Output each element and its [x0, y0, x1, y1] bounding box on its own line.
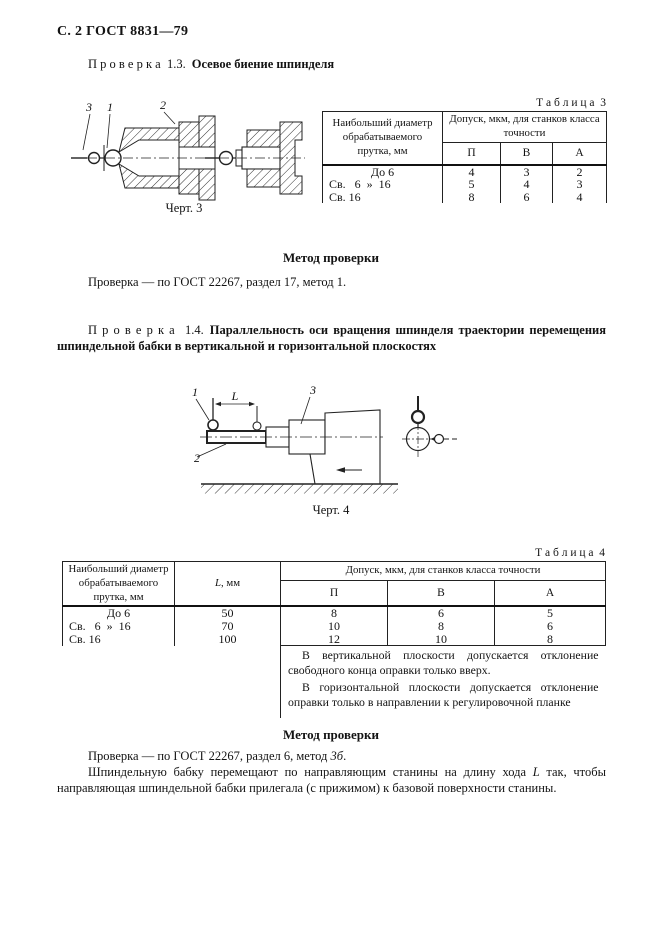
table3-col1-header: Наибольший диаметр обрабатываемого прутк… — [322, 110, 443, 166]
check-1-3-title: Осевое биение шпинделя — [191, 57, 335, 71]
dial-indicator-icon — [252, 421, 262, 431]
table4: Наибольший диаметр обрабатываемого прутк… — [62, 560, 606, 718]
fig3-part-label-2: 2 — [160, 98, 166, 112]
dial-indicator-icon — [410, 409, 426, 425]
collet-upper-section — [118, 127, 180, 154]
fig4-main-view — [195, 396, 398, 494]
dial-indicator-icon — [433, 433, 445, 445]
table3-subcol-v: В — [500, 141, 553, 166]
fig3-drawing: 3 1 2 Черт. 3 — [71, 98, 305, 215]
method14-line1: Проверка — по ГОСТ 22267, раздел 6, мето… — [88, 749, 347, 763]
table4-span-header: Допуск, мкм, для станков класса точности — [280, 560, 606, 582]
ground-hatching — [201, 484, 398, 494]
table3: Наибольший диаметр обрабатываемого прутк… — [322, 110, 607, 204]
fig4-caption: Черт. 4 — [313, 503, 351, 517]
table-row: Св. 16 8 6 4 — [322, 191, 607, 204]
fig4-drawing: 1 L 2 3 Черт. 4 — [192, 383, 457, 517]
table3-subcol-p: П — [442, 141, 501, 166]
check-1-3-heading: П р о в е р к а 1.3. Осевое биение шпинде… — [88, 57, 334, 72]
check-1-4-label: П р о в е р к а 1.4. — [88, 323, 204, 337]
method13-heading: Метод проверки — [283, 250, 379, 265]
table3-span-header: Допуск, мкм, для станков класса точности — [442, 111, 607, 143]
table3-block: Т а б л и ц а 3 Наибольший диаметр обраб… — [322, 97, 607, 204]
table3-subcol-a: А — [552, 141, 607, 166]
dial-indicator-icon — [207, 419, 219, 431]
fig4-dim-label: L — [231, 389, 239, 403]
fig4-part-label-3: 3 — [309, 383, 316, 397]
table4-col1-header: Наибольший диаметр обрабатываемого прутк… — [62, 561, 175, 607]
table4-col2-header: L, мм — [174, 561, 281, 607]
fig3-caption: Черт. 3 — [166, 201, 203, 215]
table4-subcol-p: П — [280, 580, 388, 607]
fig4-end-view — [402, 396, 457, 457]
table4-subcol-v: В — [387, 580, 495, 607]
table4-note-1: В вертикальной плоскости допускается отк… — [288, 648, 599, 677]
table-row: До 6 4 3 2 — [322, 163, 607, 179]
direction-arrow-icon — [336, 467, 345, 473]
fig3-part-label-1: 1 — [107, 100, 113, 114]
table-row: До 6 50 8 6 5 — [62, 605, 606, 621]
table4-note-row: В вертикальной плоскости допускается отк… — [63, 645, 606, 718]
collet-lower-section — [118, 162, 180, 189]
check-1-4-title: Параллельность оси вращения шпинделя тра… — [57, 323, 606, 353]
method14-paragraph: Шпиндельную бабку перемещают по направля… — [57, 765, 606, 795]
table4-label: Т а б л и ц а 4 — [535, 547, 605, 559]
method14-heading: Метод проверки — [283, 727, 379, 742]
page-header: С. 2 ГОСТ 8831—79 — [57, 24, 189, 39]
table4-note-2: В горизонтальной плоскости допускается о… — [288, 680, 599, 710]
table3-label: Т а б л и ц а 3 — [536, 97, 606, 109]
fig3-left-assembly — [71, 111, 222, 201]
table-row: Св. 6 » 16 5 4 3 — [322, 178, 607, 191]
method13-text: Проверка — по ГОСТ 22267, раздел 17, мет… — [88, 275, 347, 289]
check-1-4-heading: П р о в е р к а 1.4.Параллельность оси в… — [57, 322, 606, 354]
fig3-part-label-3: 3 — [85, 100, 92, 114]
check-1-3-label: П р о в е р к а 1.3. — [88, 57, 186, 71]
table-row: Св. 16 100 12 10 8 — [62, 632, 606, 646]
fig4-part-label-1: 1 — [192, 385, 198, 399]
fig3-right-assembly — [205, 121, 305, 195]
fig4-part-label-2: 2 — [194, 451, 200, 465]
table4-subcol-a: А — [494, 580, 606, 607]
table-row: Св. 6 » 16 70 10 8 6 — [62, 620, 606, 633]
table4-block: Т а б л и ц а 4 Наибольший диаметр обраб… — [62, 547, 606, 718]
table4-note: В вертикальной плоскости допускается отк… — [280, 645, 606, 718]
